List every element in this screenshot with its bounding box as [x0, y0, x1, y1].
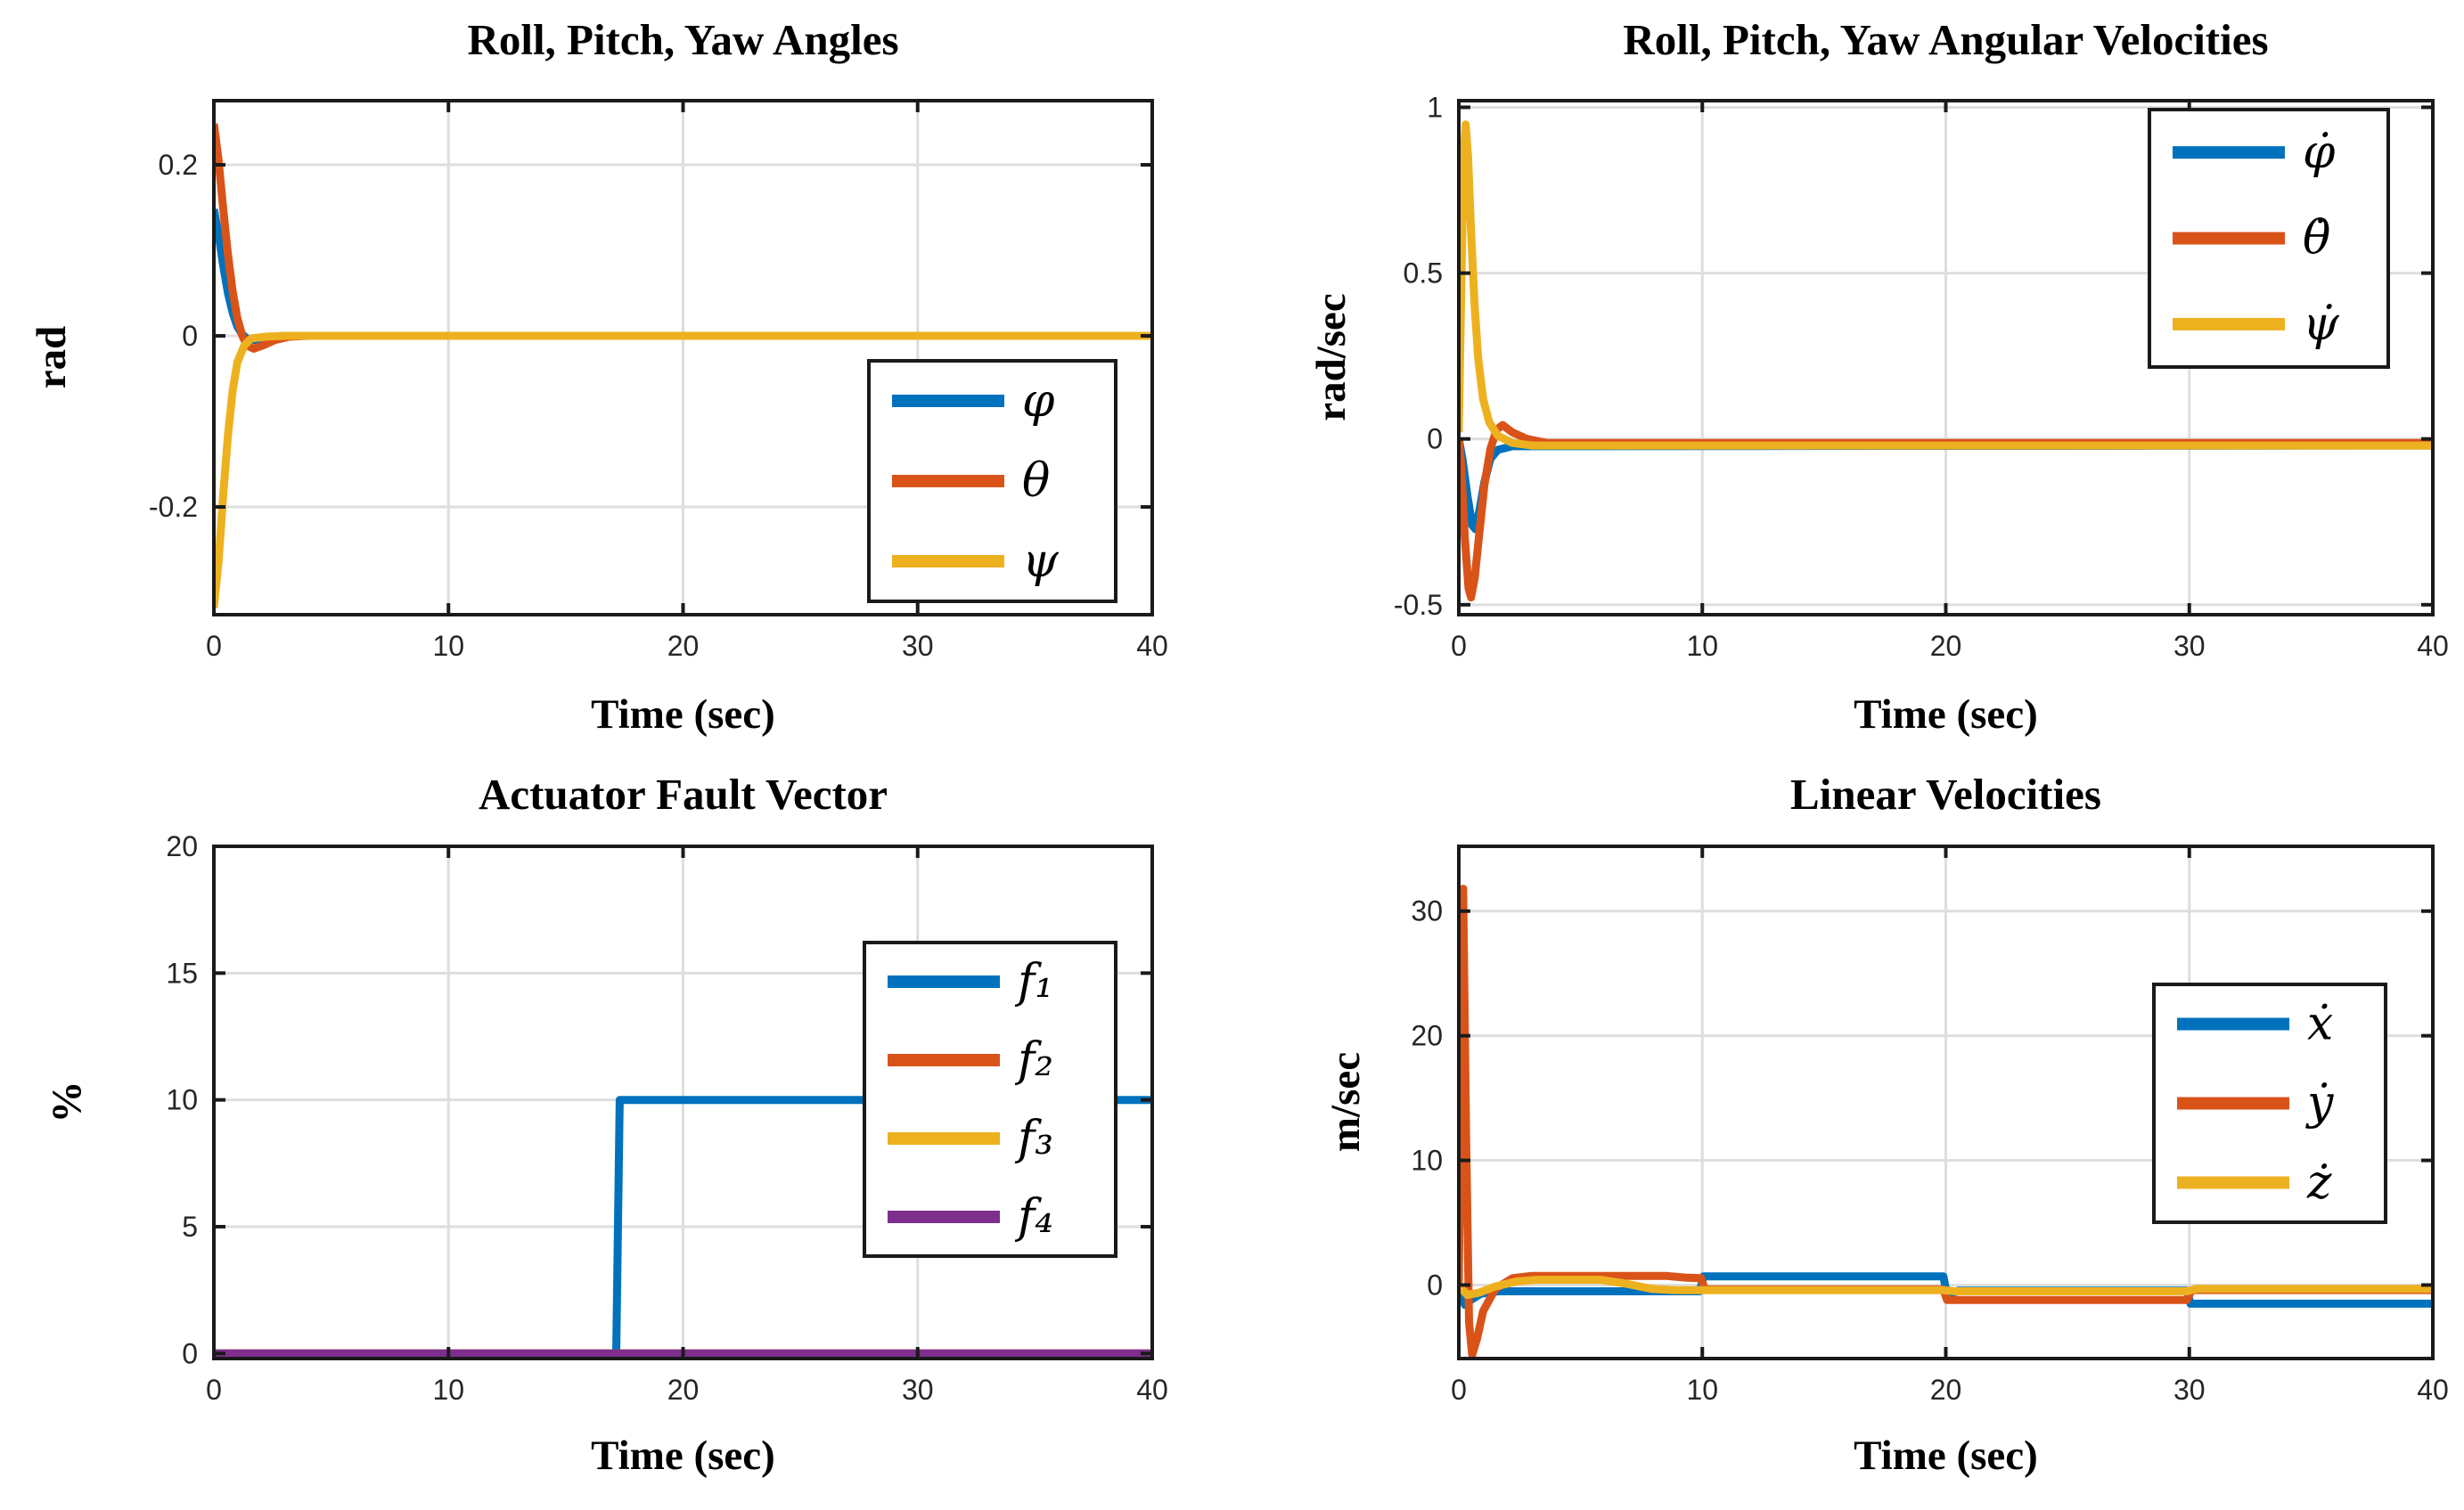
- x-axis-label-time: Time (sec): [1854, 691, 2038, 738]
- series-line-psi-dot: [1459, 120, 2433, 450]
- x-tick-label: 30: [902, 1374, 934, 1406]
- x-tick-label: 40: [2417, 630, 2449, 662]
- legend-label-theta: θ: [1022, 454, 1050, 508]
- y-tick-label: 1: [1427, 91, 1443, 123]
- x-tick-label: 10: [432, 630, 464, 662]
- tick-marks: [1457, 101, 2435, 615]
- x-tick-label: 0: [1451, 1374, 1467, 1406]
- x-tick-label: 30: [902, 630, 934, 662]
- legend-label-psi-dot: ψ̇: [2303, 298, 2340, 351]
- x-tick-label: 0: [206, 1374, 222, 1406]
- legend-box: [863, 941, 1117, 1258]
- chart-title-fault-vector: Actuator Fault Vector: [478, 770, 888, 819]
- y-tick-label: 0.5: [1404, 257, 1443, 290]
- legend: φθψ: [867, 359, 1117, 603]
- x-tick-label: 0: [206, 630, 222, 662]
- x-tick-label: 20: [1930, 630, 1962, 662]
- y-tick-label: 0.2: [159, 149, 198, 181]
- x-axis-label-time: Time (sec): [591, 691, 775, 738]
- legend: ẋẏż: [2152, 983, 2387, 1224]
- legend-label-f3: f₃: [1014, 1112, 1053, 1165]
- y-tick-label: 20: [166, 830, 198, 862]
- series-group: [1459, 120, 2433, 602]
- x-tick-label: 10: [432, 1374, 464, 1406]
- chart-title-angles: Roll, Pitch, Yaw Angles: [467, 15, 899, 64]
- x-tick-label: 40: [1136, 1374, 1168, 1406]
- y-tick-label: 0: [1427, 423, 1443, 455]
- chart-title-angular-velocities: Roll, Pitch, Yaw Angular Velocities: [1623, 15, 2269, 64]
- tick-labels: 0 10 20 30 40 -0.2 0 0.2: [149, 149, 1168, 662]
- chart-title-linear-velocities: Linear Velocities: [1790, 770, 2101, 819]
- legend: φ̇ θ̇ ψ̇: [2148, 108, 2390, 369]
- legend-label-f4: f₄: [1014, 1190, 1053, 1244]
- y-tick-label: 0: [182, 1337, 198, 1369]
- legend-label-f2: f₂: [1014, 1033, 1053, 1087]
- x-axis-label-time: Time (sec): [1854, 1432, 2038, 1479]
- x-tick-label: 40: [2417, 1374, 2449, 1406]
- y-tick-label: 15: [166, 957, 198, 989]
- tick-marks: [212, 845, 1154, 1359]
- series-line-theta-dot: [1459, 420, 2433, 602]
- series-group: [1459, 885, 2433, 1359]
- legend-label-phi-dot: φ̇: [2303, 126, 2336, 179]
- x-tick-label: 30: [2173, 630, 2206, 662]
- legend-label-theta-dot: θ̇: [2303, 212, 2330, 265]
- linear-velocities-chart: 0 10 20 30 40 0 10 20 30 ẋẏż: [1411, 845, 2449, 1406]
- y-axis-label-rad: rad: [29, 325, 75, 389]
- legend-label-x-dot: ẋ: [2307, 998, 2333, 1051]
- x-tick-label: 40: [1136, 630, 1168, 662]
- x-tick-label: 20: [1930, 1374, 1962, 1406]
- legend-label-phi: φ: [1022, 374, 1055, 428]
- y-tick-label: -0.5: [1394, 589, 1443, 621]
- tick-marks: [1457, 846, 2435, 1359]
- y-tick-label: 10: [166, 1084, 198, 1116]
- y-tick-label: 0: [1427, 1269, 1443, 1301]
- tick-labels: 0 10 20 30 40 0 5 10 15 20: [166, 830, 1167, 1406]
- x-tick-label: 20: [667, 1374, 700, 1406]
- legend-label-psi: ψ: [1022, 535, 1060, 588]
- series-group: [214, 123, 1152, 608]
- legend-label-z-dot: ż: [2306, 1156, 2332, 1210]
- x-axis-label-time: Time (sec): [591, 1432, 775, 1479]
- x-tick-label: 20: [667, 630, 700, 662]
- series-line-psi: [214, 331, 1152, 608]
- y-axis-label-percent: %: [44, 1081, 90, 1123]
- tick-marks: [212, 101, 1154, 615]
- fault-vector-chart: 0 10 20 30 40 0 5 10 15 20 f₁ f₂ f₃ f₄: [166, 830, 1167, 1406]
- y-tick-label: 20: [1411, 1020, 1443, 1052]
- angles-chart: 0 10 20 30 40 -0.2 0 0.2 φθψ: [149, 99, 1168, 662]
- legend-label-y-dot: ẏ: [2305, 1077, 2334, 1130]
- y-axis-label-m-sec: m/sec: [1322, 1051, 1369, 1153]
- y-tick-label: 0: [182, 320, 198, 352]
- x-tick-label: 0: [1451, 630, 1467, 662]
- y-tick-label: 10: [1411, 1145, 1443, 1177]
- subplot-actuator-fault-vector: 0 10 20 30 40 0 5 10 15 20 f₁ f₂ f₃ f₄ Actuator Fault…: [0, 755, 1232, 1510]
- x-tick-label: 10: [1686, 1374, 1718, 1406]
- x-tick-label: 30: [2173, 1374, 2206, 1406]
- tick-labels: 0 10 20 30 40 0 10 20 30: [1411, 895, 2448, 1406]
- y-tick-label: 30: [1411, 895, 1443, 927]
- legend: f₁ f₂ f₃ f₄: [863, 941, 1117, 1258]
- y-tick-label: -0.2: [149, 491, 198, 523]
- y-tick-label: 5: [182, 1211, 198, 1243]
- legend-label-f1: f₁: [1014, 955, 1053, 1008]
- y-axis-label-rad-sec: rad/sec: [1308, 293, 1355, 421]
- series-line-z-dot: [1459, 1276, 2433, 1300]
- x-tick-label: 10: [1686, 630, 1718, 662]
